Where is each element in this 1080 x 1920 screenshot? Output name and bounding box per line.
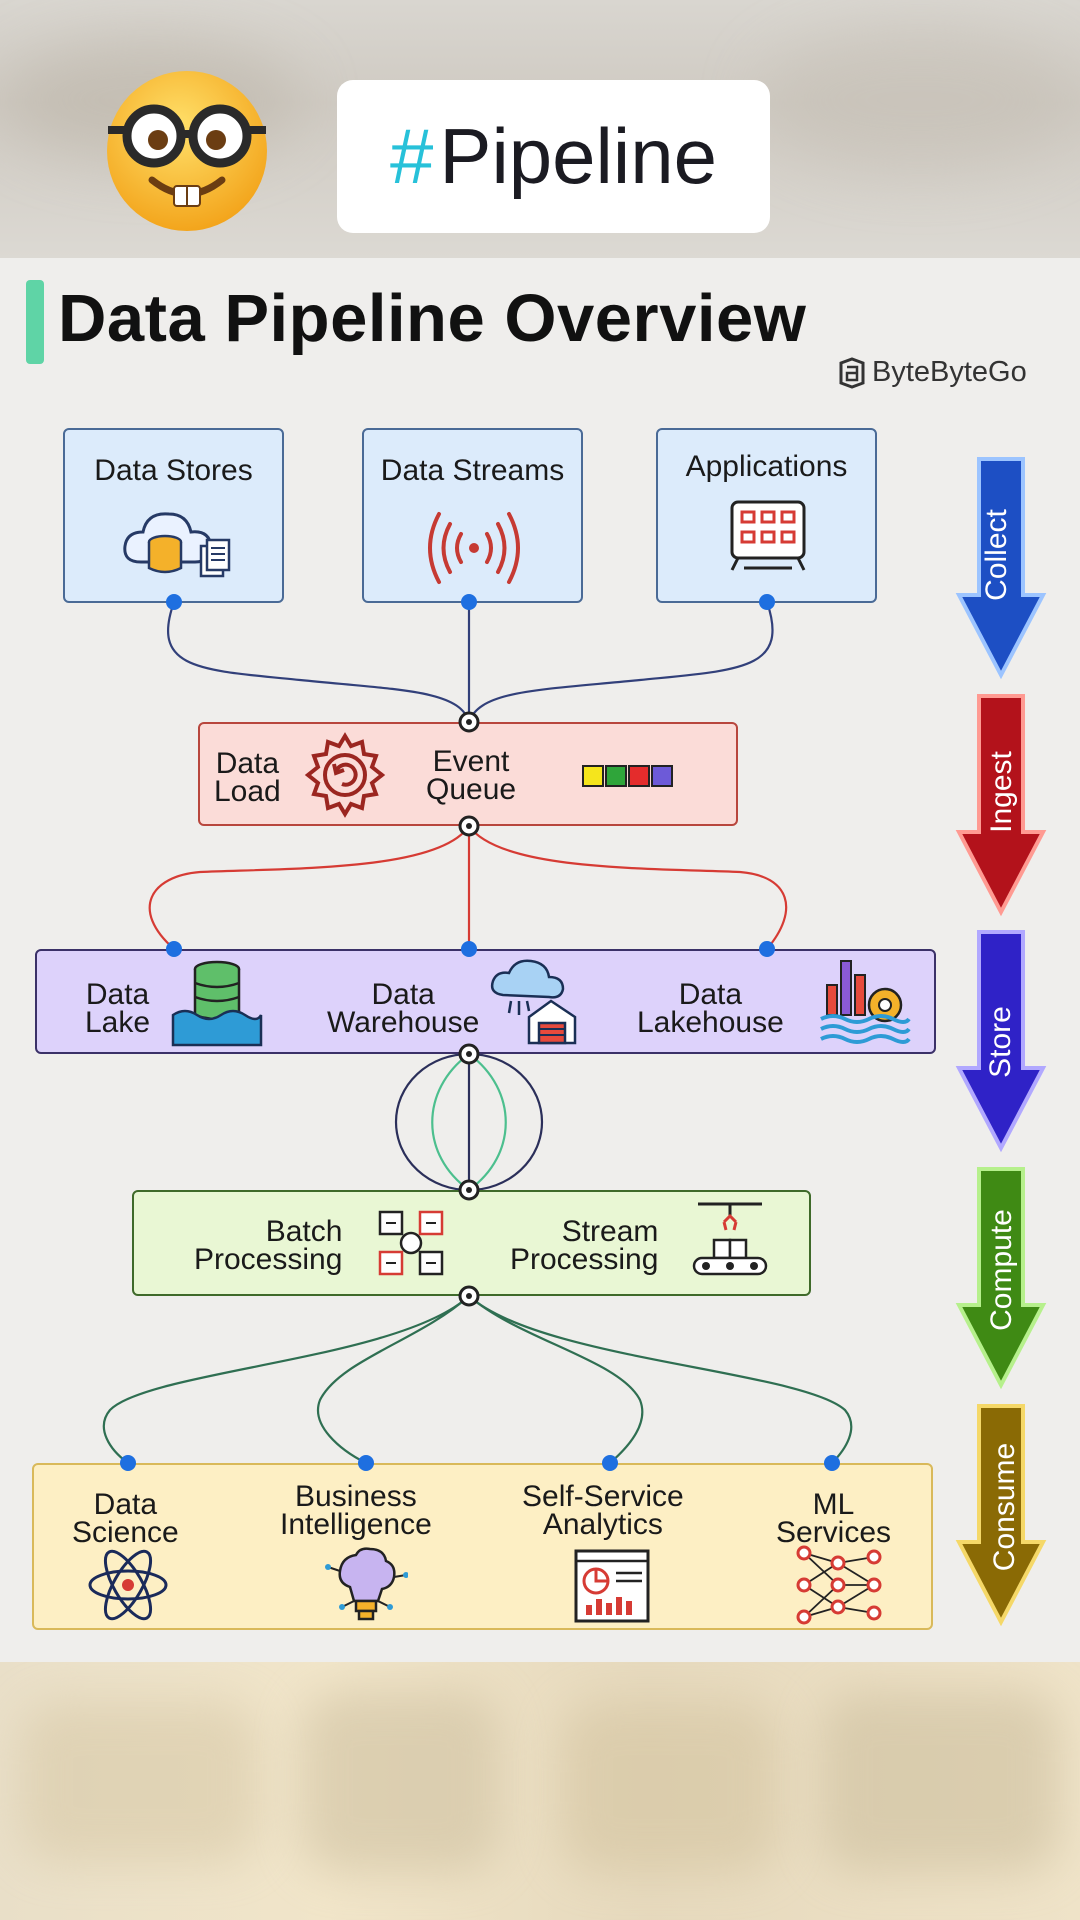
stage-collect: Collect: [955, 455, 1047, 680]
store-box: Data Lake Data Warehouse Data Lakehouse: [35, 949, 936, 1054]
event-queue-label: Event Queue: [426, 745, 517, 806]
ingest-label: Ingest: [984, 751, 1018, 833]
collect-label: Collect: [979, 509, 1013, 601]
nerd-face-icon: [104, 68, 270, 234]
hashtag-badge: # Pipeline: [337, 80, 770, 233]
collect-arrow-icon: [955, 457, 1047, 680]
self-service-analytics-label: Self-Service Analytics: [522, 1480, 684, 1541]
consume-box: Data Science Business Intelligence Self-…: [32, 1463, 933, 1630]
compute-arrow-icon: [955, 1167, 1047, 1390]
data-lake-label: Data Lake: [85, 978, 151, 1039]
data-stores-label: Data Stores: [94, 454, 253, 487]
compute-label: Compute: [984, 1208, 1018, 1331]
store-arrow-icon: [955, 930, 1047, 1153]
conveyor-robot-icon: [692, 1202, 768, 1276]
stream-processing-label: Stream Processing: [510, 1215, 659, 1276]
data-lakehouse-label: Data Lakehouse: [637, 978, 784, 1039]
consume-label: Consume: [988, 1442, 1022, 1571]
applications-label: Applications: [685, 450, 848, 483]
batch-processing-label: Batch Processing: [194, 1215, 343, 1276]
data-load-label: Data Load: [214, 747, 281, 808]
neural-network-icon: [796, 1545, 882, 1625]
applications-box: Applications: [656, 428, 877, 603]
signal-waves-icon: [428, 512, 520, 584]
gear-reload-icon: [304, 732, 386, 818]
stage-store: Store: [955, 928, 1047, 1153]
lakehouse-icon: [820, 960, 911, 1044]
consume-arrow-icon: [955, 1404, 1047, 1627]
stage-ingest: Ingest: [955, 692, 1047, 917]
ingest-arrow-icon: [955, 694, 1047, 917]
brain-bulb-icon: [325, 1547, 408, 1621]
data-lake-icon: [171, 960, 263, 1047]
hashtag-text: Pipeline: [439, 112, 717, 200]
atom-icon: [88, 1549, 168, 1621]
hashtag-symbol: #: [390, 112, 434, 200]
data-warehouse-label: Data Warehouse: [327, 978, 480, 1039]
app-grid-icon: [730, 500, 806, 571]
brand-name: ByteByteGo: [872, 356, 1027, 388]
stage-consume: Consume: [955, 1402, 1047, 1627]
title-accent: [26, 280, 44, 364]
data-streams-box: Data Streams: [362, 428, 583, 603]
business-intelligence-label: Business Intelligence: [280, 1480, 432, 1541]
data-streams-label: Data Streams: [380, 454, 565, 487]
brand: ByteByteGo: [838, 356, 1027, 389]
store-label: Store: [983, 1005, 1017, 1078]
ml-services-label: ML Services: [776, 1488, 892, 1549]
cloud-warehouse-icon: [490, 959, 577, 1045]
batch-processing-icon: [378, 1210, 444, 1276]
bytebytego-logo-icon: [839, 356, 865, 389]
cloud-database-icon: [123, 512, 231, 578]
event-queue-icon: [582, 765, 673, 787]
data-stores-box: Data Stores: [63, 428, 284, 603]
analytics-dashboard-icon: [574, 1549, 650, 1623]
stage-compute: Compute: [955, 1165, 1047, 1390]
background-bottom: [0, 1662, 1080, 1920]
data-science-label: Data Science: [72, 1488, 179, 1549]
diagram-title: Data Pipeline Overview: [58, 281, 807, 356]
